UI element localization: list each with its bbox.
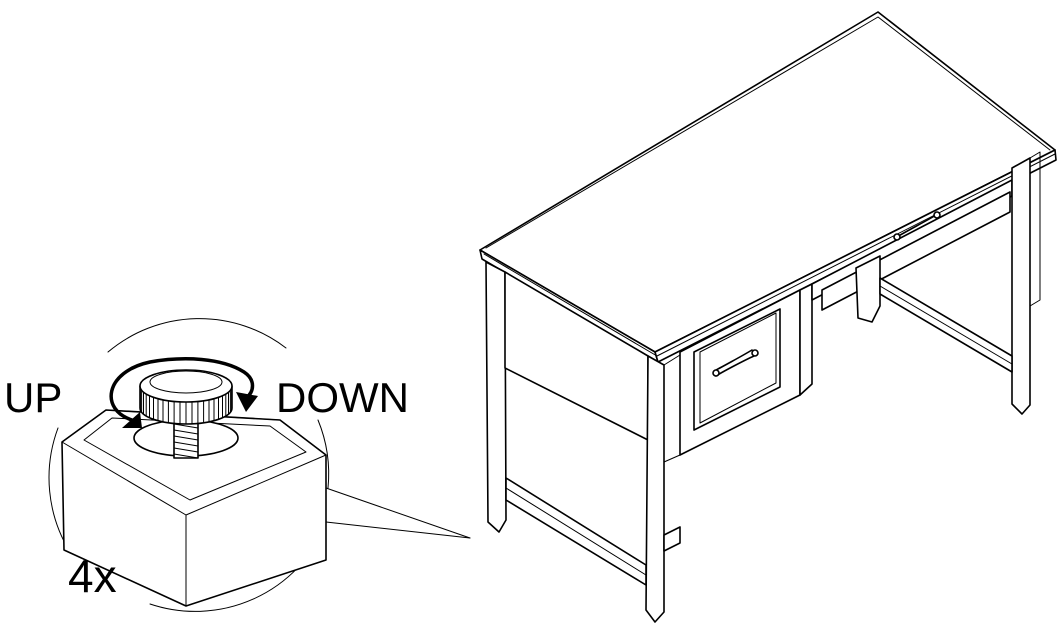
rotation-arrow-icon	[109, 357, 258, 428]
callout-connector	[325, 487, 471, 539]
desk-top	[479, 11, 1057, 363]
knob-knurling	[139, 388, 233, 424]
leveler-detail-callout: UP DOWN 4x	[4, 318, 409, 612]
desk-left-side	[485, 261, 681, 623]
desk-illustration	[479, 11, 1057, 623]
down-label: DOWN	[276, 374, 409, 421]
up-label: UP	[4, 374, 62, 421]
quantity-label: 4x	[68, 550, 117, 602]
desk-right-side	[663, 151, 1041, 552]
leveler-knob	[139, 369, 233, 425]
desk-pedestal	[679, 283, 813, 456]
